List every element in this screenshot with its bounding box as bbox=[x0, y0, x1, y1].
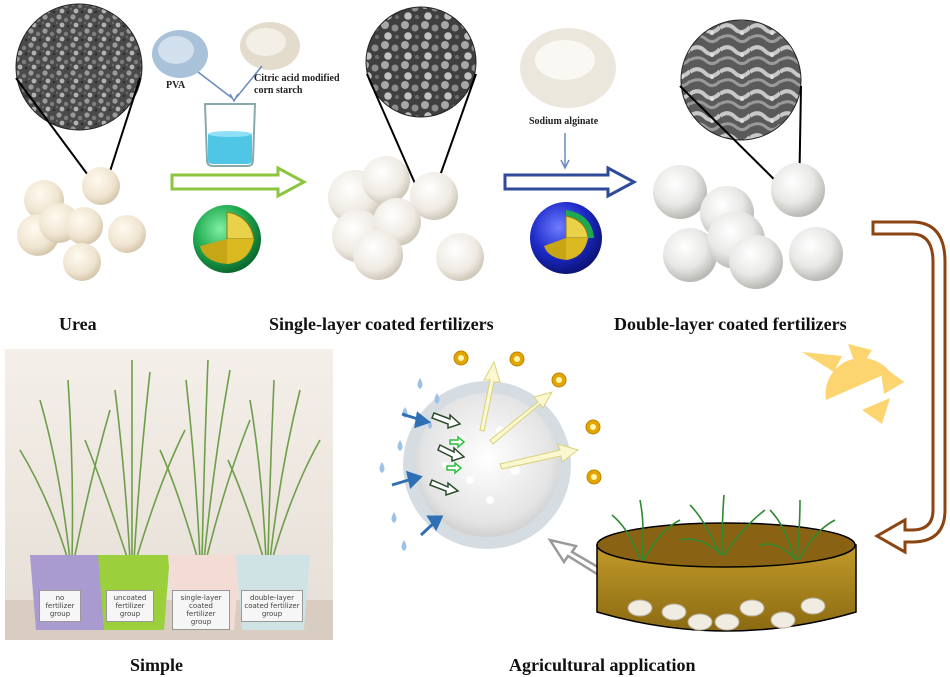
urea-sem-image bbox=[16, 4, 142, 130]
pva-powder-image bbox=[152, 30, 208, 78]
beaker-icon bbox=[205, 104, 255, 166]
pva-label: PVA bbox=[166, 80, 185, 91]
urea-granules bbox=[17, 167, 146, 281]
double-layer-model-icon bbox=[530, 202, 602, 274]
single-layer-model-icon bbox=[193, 205, 261, 273]
double-layer-label: Double-layer coated fertilizers bbox=[614, 314, 847, 335]
simple-label: Simple bbox=[130, 655, 183, 676]
sun-icon bbox=[802, 344, 904, 424]
blue-arrow bbox=[505, 168, 634, 196]
single-layer-label: Single-layer coated fertilizers bbox=[269, 314, 494, 335]
single-sem-image bbox=[366, 7, 476, 117]
double-layer-granules bbox=[653, 163, 843, 289]
starch-label-line1: Citric acid modified bbox=[254, 73, 340, 84]
agricultural-application-label: Agricultural application bbox=[509, 655, 696, 676]
single-layer-granules bbox=[328, 156, 484, 281]
starch-label-line2: corn starch bbox=[254, 85, 302, 96]
double-sem-image bbox=[681, 20, 801, 140]
starch-powder-image bbox=[240, 22, 300, 70]
green-arrow bbox=[172, 168, 304, 196]
alginate-powder-image bbox=[520, 28, 616, 108]
urea-label: Urea bbox=[59, 314, 97, 335]
alginate-label: Sodium alginate bbox=[529, 116, 598, 127]
soil-container bbox=[597, 523, 856, 631]
